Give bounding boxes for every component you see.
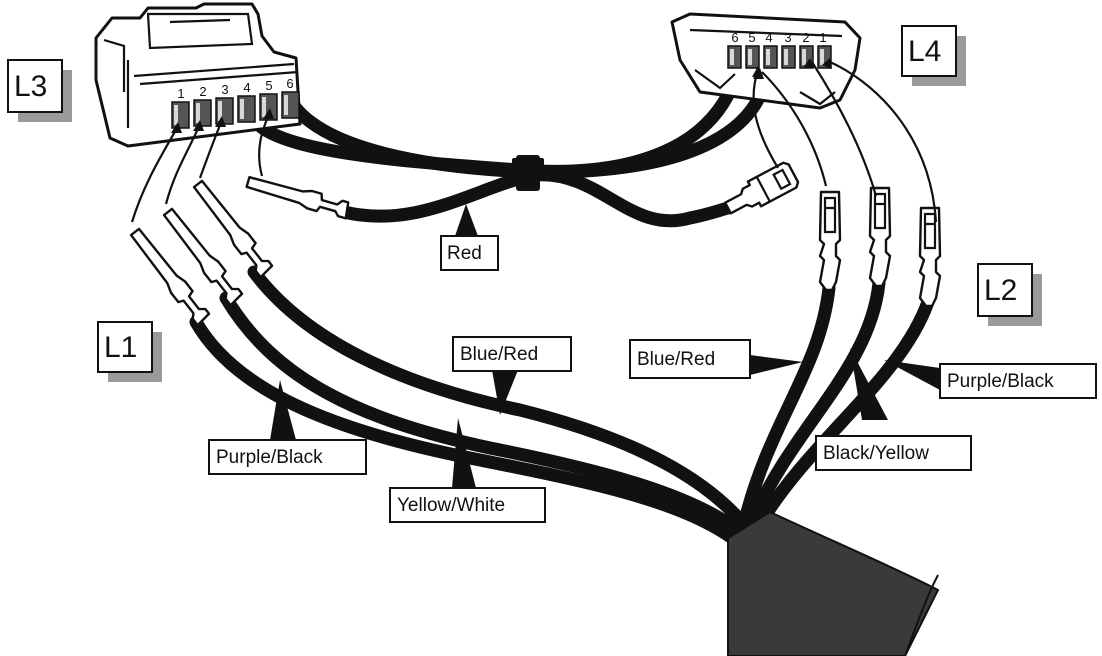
wire-l2-blue-red [738, 281, 836, 527]
wire-l2-black-yellow [745, 276, 886, 529]
wire-l1-purple-black [189, 315, 742, 547]
l4-pin-highlight [766, 49, 770, 65]
l3-pin-number: 4 [243, 80, 250, 95]
l4-pin-number: 5 [748, 30, 755, 45]
wire-red [337, 168, 735, 228]
l4-pin-number: 4 [765, 30, 772, 45]
l4-pin-number: 1 [819, 30, 826, 45]
label-l3: L3 [14, 70, 47, 103]
l3-pin-highlight [218, 101, 222, 121]
l1-terminal-blue-red [192, 179, 274, 279]
l1-terminal-yellow-white [162, 207, 244, 307]
wire-l2-purple-black [753, 295, 935, 531]
label-l2: L2 [984, 274, 1017, 307]
l4-pin-highlight [802, 49, 806, 65]
l3-pin-number: 6 [286, 76, 293, 91]
l4-pin-numbers: 6 5 4 3 2 1 [731, 30, 826, 45]
l2-terminal-purple-black [918, 206, 942, 308]
red-terminal-right [723, 161, 800, 215]
wire-sleeve [727, 510, 940, 656]
callout-l1-blue-red: Blue/Red [460, 344, 538, 365]
l3-pin-highlight [284, 95, 288, 115]
l3-pin-highlight [196, 103, 200, 123]
l3-pin-highlight [240, 99, 244, 119]
l4-pin-highlight [820, 49, 824, 65]
l4-pin-cavity [781, 45, 796, 69]
l4-pin-cavity [763, 45, 778, 69]
l3-pin-highlight [174, 105, 178, 125]
callout-red: Red [447, 243, 482, 264]
label-l4: L4 [908, 35, 941, 68]
callout-l2-purple-black: Purple/Black [947, 371, 1054, 392]
l4-pin-number: 6 [731, 30, 738, 45]
l4-pin-number: 3 [784, 30, 791, 45]
wire-l1-yellow-white [219, 291, 745, 537]
l3-pin-highlight [262, 97, 266, 117]
l3-pin-row [171, 91, 300, 129]
red-terminal-left [245, 175, 350, 220]
callout-l2-blue-red: Blue/Red [637, 349, 715, 370]
l4-pin-highlight [784, 49, 788, 65]
connector-l3: 1 2 3 4 5 6 [94, 2, 302, 148]
wire-callouts: Red Blue/Red Purple/Black Yellow/White B… [208, 235, 1097, 523]
l3-pin-number: 3 [221, 82, 228, 97]
terminals [129, 161, 942, 327]
callout-pointers [270, 204, 940, 488]
callout-l1-yellow-white: Yellow/White [397, 495, 505, 516]
connector-labels: L3 L4 L2 L1 [7, 25, 1042, 382]
l4-pin-highlight [748, 49, 752, 65]
l1-terminal-purple-black [129, 227, 211, 327]
l4-pin-cavity [727, 45, 742, 69]
l4-pin-cavity [745, 45, 760, 69]
cable-tie [512, 155, 544, 191]
l3-pin-number: 1 [177, 86, 184, 101]
l2-terminal-blue-red [818, 190, 842, 292]
l3-pin-number: 2 [199, 84, 206, 99]
connector-l4: 6 5 4 3 2 1 [670, 12, 862, 110]
l4-pin-number: 2 [802, 30, 809, 45]
callout-l2-black-yellow: Black/Yellow [823, 443, 929, 464]
l4-pin-row [727, 45, 832, 69]
l4-pin-highlight [730, 49, 734, 65]
l3-pin-number: 5 [265, 78, 272, 93]
wire-l1-blue-red [247, 265, 749, 529]
pin-leader-lines [130, 58, 938, 223]
wires [189, 55, 935, 547]
label-l1: L1 [104, 331, 137, 364]
callout-l1-purple-black: Purple/Black [216, 447, 323, 468]
l2-terminal-black-yellow [868, 186, 892, 288]
l3-pin-numbers: 1 2 3 4 5 6 [177, 76, 293, 101]
